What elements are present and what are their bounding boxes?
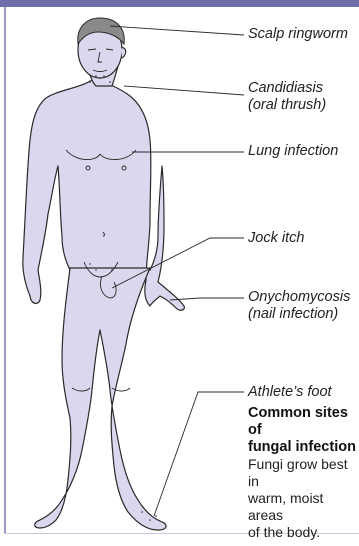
label-lung-infection: Lung infection bbox=[248, 143, 338, 160]
label-jock-itch: Jock itch bbox=[248, 230, 304, 247]
caption: Common sites of fungal infection Fungi g… bbox=[248, 405, 356, 541]
caption-title-line2: fungal infection bbox=[248, 439, 356, 456]
body-legs bbox=[35, 268, 166, 530]
label-athletes-foot: Athlete’s foot bbox=[248, 384, 332, 401]
label-scalp-ringworm: Scalp ringworm bbox=[248, 26, 348, 43]
label-candidiasis: Candidiasis bbox=[248, 80, 323, 97]
label-onychomycosis: Onychomycosis bbox=[248, 289, 350, 306]
caption-title-line1: Common sites of bbox=[248, 405, 356, 439]
label-onychomycosis-sub: (nail infection) bbox=[248, 306, 338, 323]
caption-body-line1: Fungi grow best in bbox=[248, 456, 356, 490]
caption-body-line2: warm, moist areas bbox=[248, 490, 356, 524]
caption-body-line3: of the body. bbox=[248, 524, 356, 541]
label-candidiasis-sub: (oral thrush) bbox=[248, 97, 326, 114]
